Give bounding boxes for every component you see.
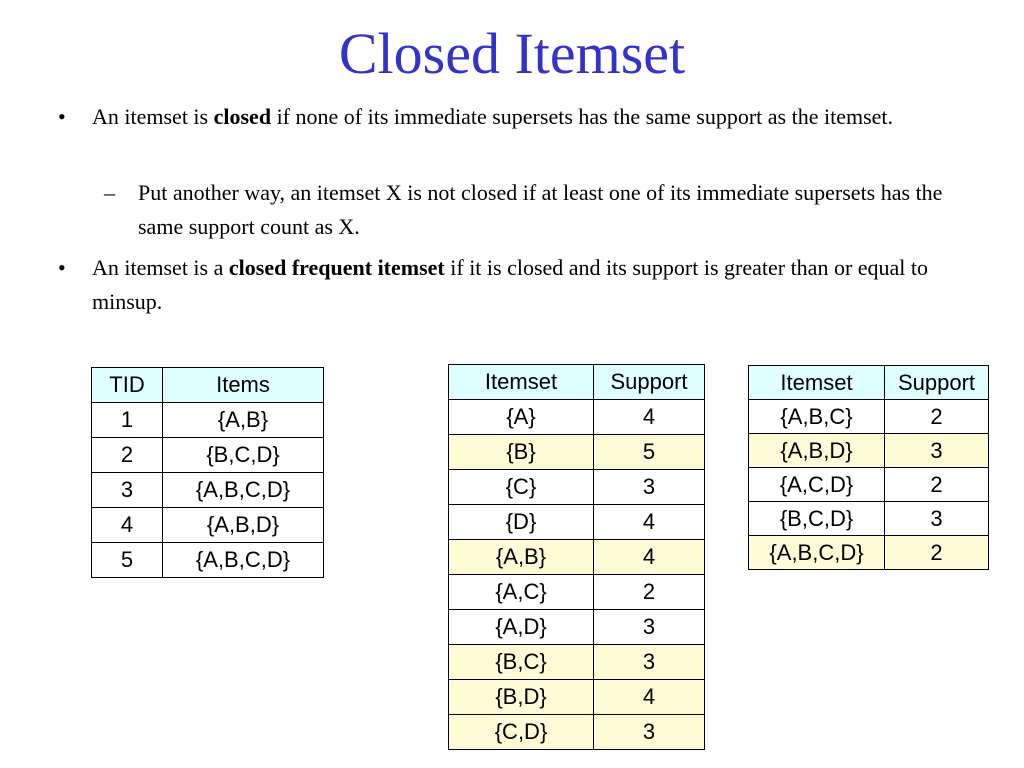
header-tid: TID bbox=[91, 367, 163, 403]
itemset-cell: {C,D} bbox=[448, 714, 594, 750]
bullet-closed-frequent-definition: An itemset is a closed frequent itemset … bbox=[92, 251, 972, 319]
header-itemset: Itemset bbox=[448, 364, 594, 400]
bullet-closed-definition: An itemset is closed if none of its imme… bbox=[92, 100, 972, 134]
itemset-cell: {B} bbox=[448, 434, 594, 470]
table-header-row: Itemset Support bbox=[748, 365, 989, 400]
support-cell: 3 bbox=[884, 501, 989, 536]
itemset-cell: {B,C,D} bbox=[748, 501, 885, 536]
header-itemset: Itemset bbox=[748, 365, 885, 400]
table-header-row: Itemset Support bbox=[448, 364, 705, 400]
support-cell: 4 bbox=[593, 399, 705, 435]
support-cell: 4 bbox=[593, 679, 705, 715]
itemset-cell: {A,B} bbox=[448, 539, 594, 575]
table-row: {A,B,C,D}2 bbox=[748, 535, 989, 570]
itemset-support-table: Itemset Support {A}4{B}5{C}3{D}4{A,B}4{A… bbox=[448, 364, 705, 750]
tid-cell: 4 bbox=[91, 507, 163, 543]
bullet-text-pre: An itemset is a bbox=[92, 255, 229, 280]
superset-support-table: Itemset Support {A,B,C}2{A,B,D}3{A,C,D}2… bbox=[748, 365, 989, 570]
tid-cell: 1 bbox=[91, 402, 163, 438]
table-row: {A,B,D}3 bbox=[748, 433, 989, 468]
table-row: 2{B,C,D} bbox=[91, 437, 324, 473]
support-cell: 3 bbox=[593, 469, 705, 505]
table-row: 4{A,B,D} bbox=[91, 507, 324, 543]
support-cell: 4 bbox=[593, 504, 705, 540]
transaction-table: TID Items 1{A,B}2{B,C,D}3{A,B,C,D}4{A,B,… bbox=[91, 367, 324, 578]
bullet-text-pre: An itemset is bbox=[92, 104, 214, 129]
sub-bullet-marker: – bbox=[104, 180, 115, 205]
items-cell: {A,B,C,D} bbox=[162, 472, 324, 508]
items-cell: {A,B,D} bbox=[162, 507, 324, 543]
bullet-marker: • bbox=[58, 104, 66, 129]
bullet-term-closed-frequent: closed frequent itemset bbox=[228, 255, 445, 280]
itemset-cell: {B,D} bbox=[448, 679, 594, 715]
itemset-cell: {A,B,C} bbox=[748, 399, 885, 434]
table-row: {D}4 bbox=[448, 504, 705, 540]
bullet-term-closed: closed bbox=[213, 104, 272, 129]
table-row: {B}5 bbox=[448, 434, 705, 470]
table-row: {A,C}2 bbox=[448, 574, 705, 610]
support-cell: 2 bbox=[884, 467, 989, 502]
table-row: 5{A,B,C,D} bbox=[91, 542, 324, 578]
support-cell: 3 bbox=[593, 609, 705, 645]
tid-cell: 5 bbox=[91, 542, 163, 578]
header-support: Support bbox=[884, 365, 989, 400]
itemset-cell: {C} bbox=[448, 469, 594, 505]
itemset-cell: {A,B,D} bbox=[748, 433, 885, 468]
itemset-cell: {A,D} bbox=[448, 609, 594, 645]
itemset-cell: {A} bbox=[448, 399, 594, 435]
header-support: Support bbox=[593, 364, 705, 400]
table-row: {B,C}3 bbox=[448, 644, 705, 680]
support-cell: 3 bbox=[593, 644, 705, 680]
table-row: {C}3 bbox=[448, 469, 705, 505]
table-row: 1{A,B} bbox=[91, 402, 324, 438]
support-cell: 3 bbox=[593, 714, 705, 750]
table-row: 3{A,B,C,D} bbox=[91, 472, 324, 508]
items-cell: {A,B} bbox=[162, 402, 324, 438]
tid-cell: 2 bbox=[91, 437, 163, 473]
table-header-row: TID Items bbox=[91, 367, 324, 403]
items-cell: {A,B,C,D} bbox=[162, 542, 324, 578]
tid-cell: 3 bbox=[91, 472, 163, 508]
sub-bullet-restatement: Put another way, an itemset X is not clo… bbox=[138, 180, 943, 239]
table-row: {A,D}3 bbox=[448, 609, 705, 645]
bullet-text-post: if none of its immediate supersets has t… bbox=[271, 104, 894, 129]
itemset-cell: {B,C} bbox=[448, 644, 594, 680]
support-cell: 5 bbox=[593, 434, 705, 470]
slide-title: Closed Itemset bbox=[338, 21, 686, 86]
support-cell: 4 bbox=[593, 539, 705, 575]
support-cell: 3 bbox=[884, 433, 989, 468]
itemset-cell: {A,C,D} bbox=[748, 467, 885, 502]
items-cell: {B,C,D} bbox=[162, 437, 324, 473]
support-cell: 2 bbox=[884, 535, 989, 570]
table-row: {A}4 bbox=[448, 399, 705, 435]
support-cell: 2 bbox=[884, 399, 989, 434]
table-row: {C,D}3 bbox=[448, 714, 705, 750]
bullet-text-post: if it is closed and its support is great… bbox=[92, 255, 929, 314]
header-items: Items bbox=[162, 367, 324, 403]
support-cell: 2 bbox=[593, 574, 705, 610]
table-row: {B,D}4 bbox=[448, 679, 705, 715]
table-row: {A,B,C}2 bbox=[748, 399, 989, 434]
table-row: {A,C,D}2 bbox=[748, 467, 989, 502]
table-row: {B,C,D}3 bbox=[748, 501, 989, 536]
itemset-cell: {A,B,C,D} bbox=[748, 535, 885, 570]
itemset-cell: {A,C} bbox=[448, 574, 594, 610]
table-row: {A,B}4 bbox=[448, 539, 705, 575]
bullet-marker: • bbox=[58, 255, 66, 280]
itemset-cell: {D} bbox=[448, 504, 594, 540]
